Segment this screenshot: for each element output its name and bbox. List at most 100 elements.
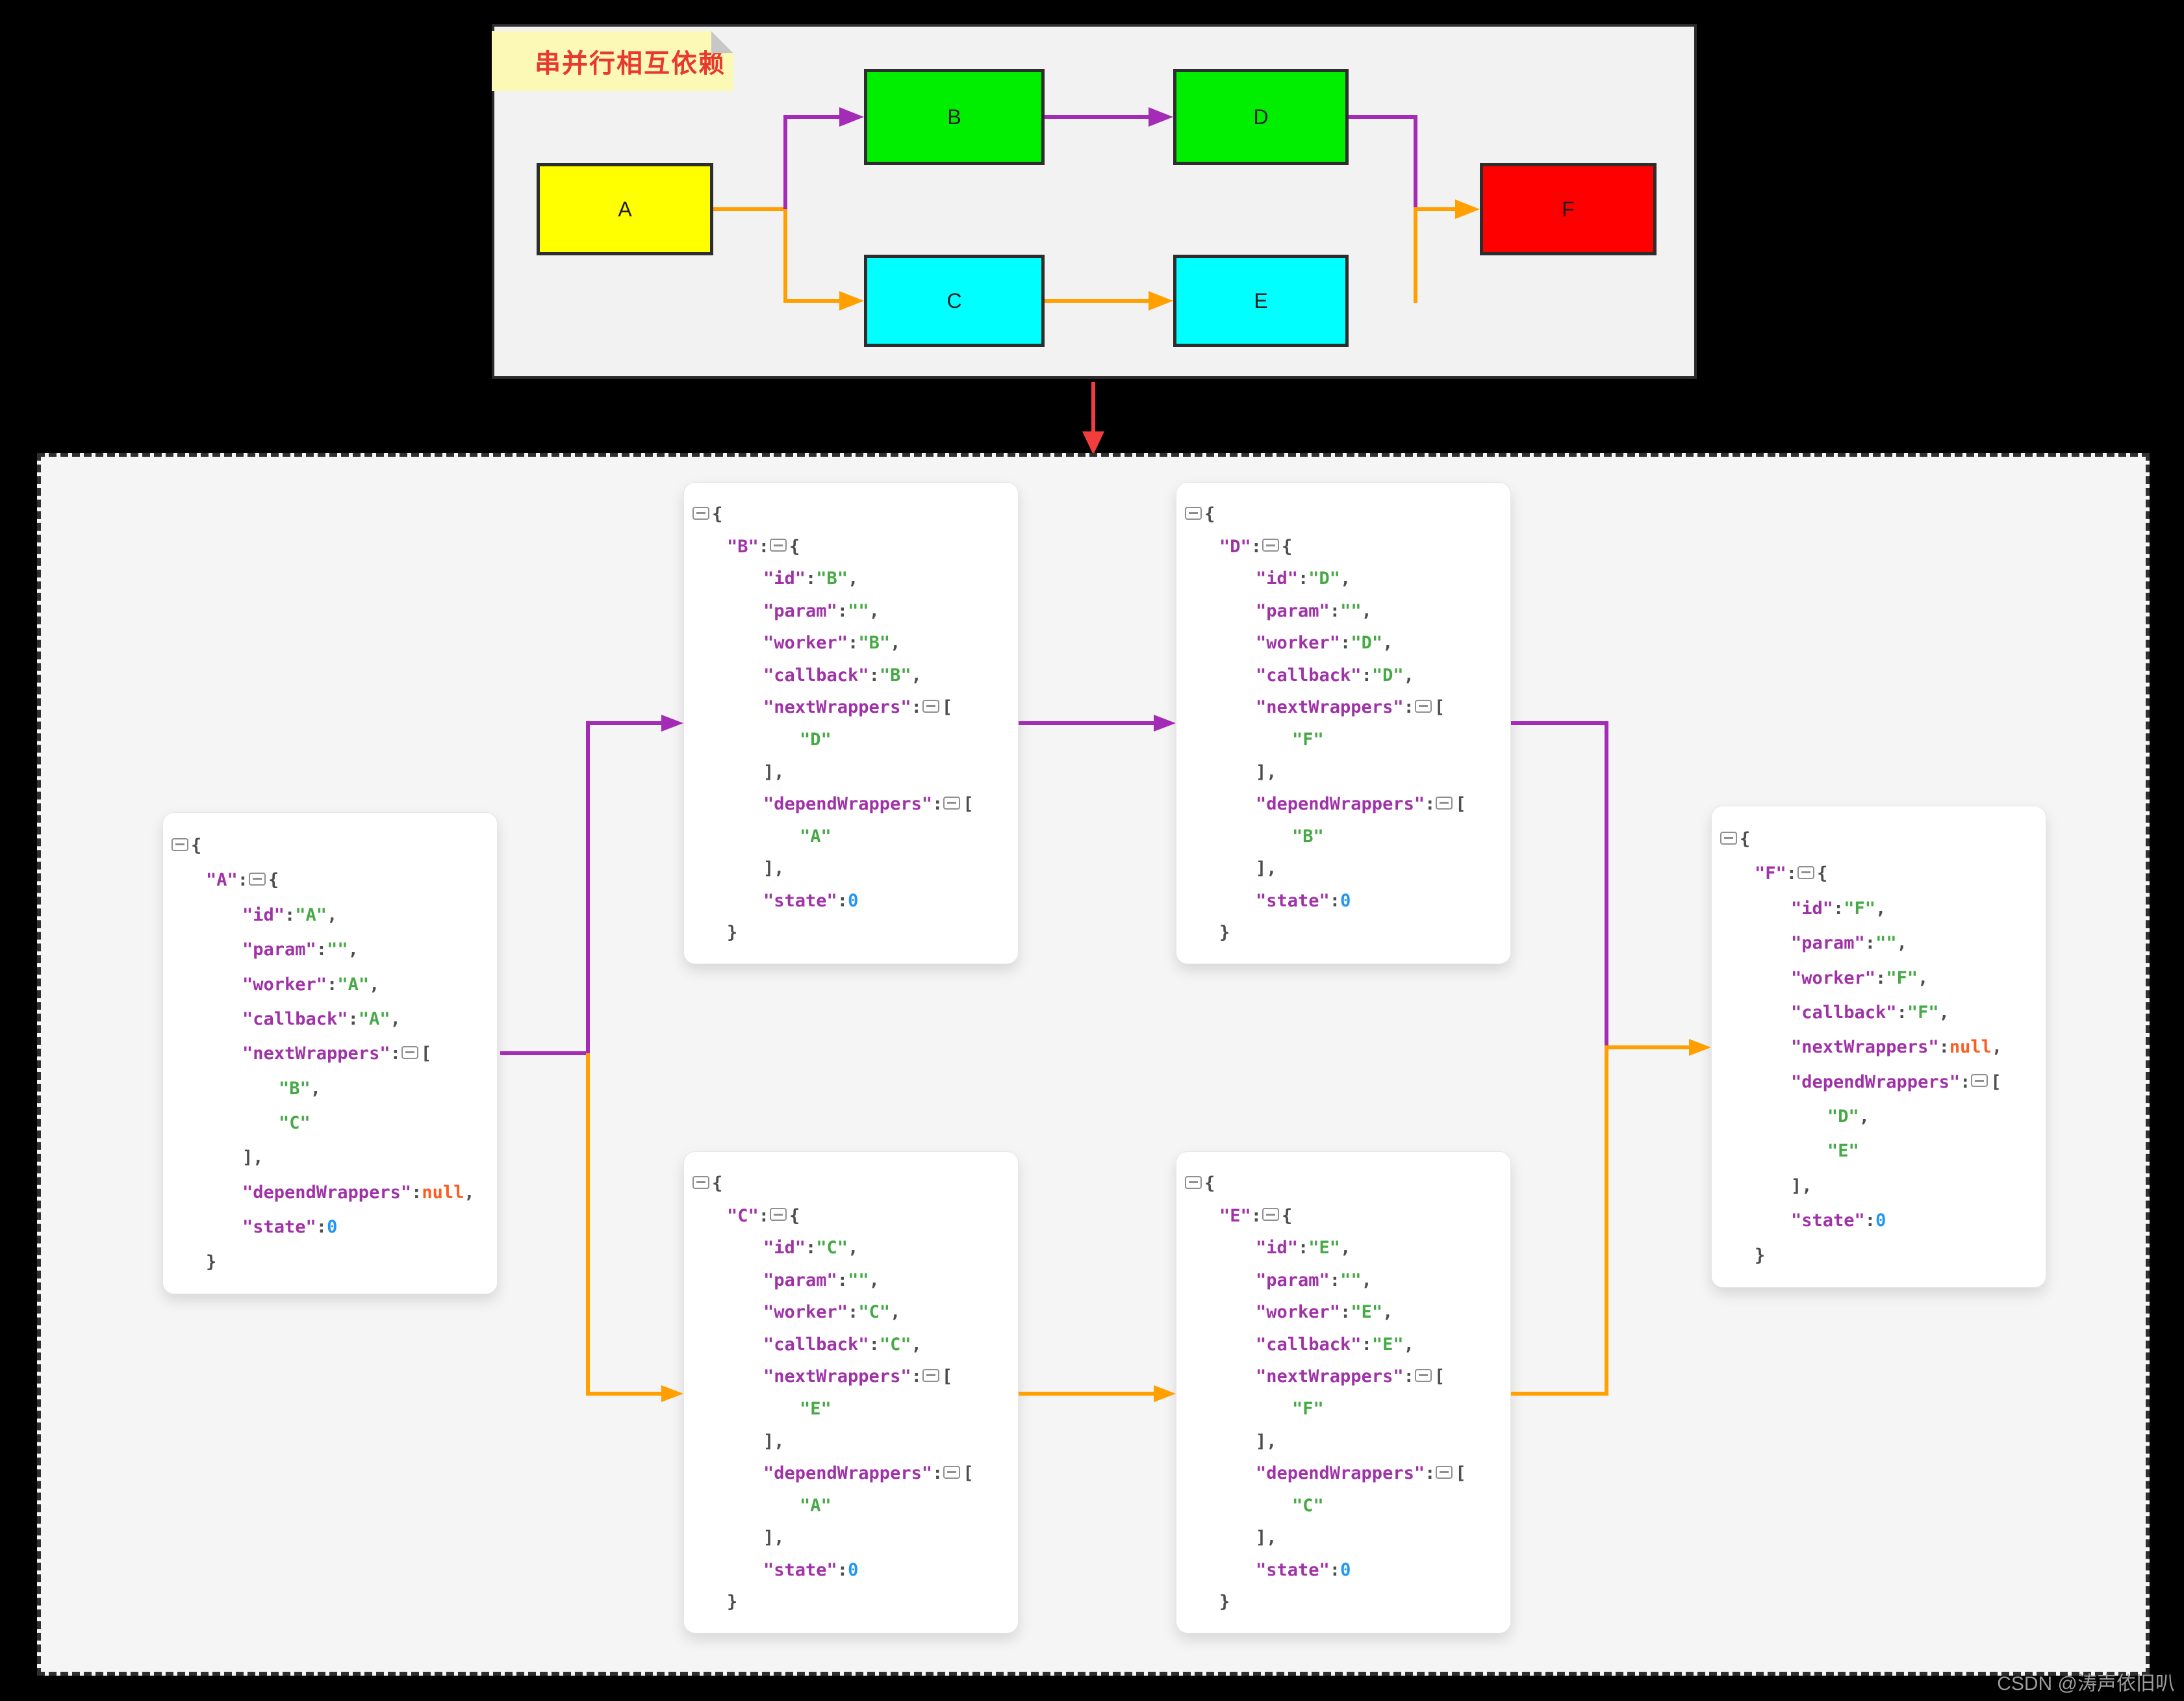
json-line: "id":"B", <box>684 563 1011 595</box>
sticky-note: 串并行相互依赖 <box>492 31 733 91</box>
json-line: "E" <box>684 1393 1011 1426</box>
json-line: ], <box>1176 852 1504 885</box>
collapse-icon[interactable] <box>401 1045 418 1059</box>
json-punct: { <box>1282 536 1293 557</box>
json-line: "D":{ <box>1176 531 1504 563</box>
json-punct: : <box>1329 1270 1341 1290</box>
json-punct: { <box>712 1173 723 1194</box>
json-punct: : <box>837 1270 848 1290</box>
json-card-A: {"A":{"id":"A","param":"","worker":"A","… <box>162 812 498 1294</box>
json-str-token: "F" <box>1292 1398 1324 1419</box>
json-line: "nextWrappers":null, <box>1712 1030 2039 1064</box>
json-punct: , <box>1991 1037 2003 1058</box>
flow-node-A: A <box>537 163 713 255</box>
json-line: "F" <box>1176 724 1504 756</box>
json-key-token: "B" <box>727 536 759 557</box>
collapse-icon[interactable] <box>770 539 787 552</box>
json-key-token: "id" <box>1791 898 1834 919</box>
json-str-token: "B" <box>816 569 848 589</box>
collapse-icon[interactable] <box>1971 1074 1988 1088</box>
json-num-token: 0 <box>327 1217 338 1238</box>
json-line: "state":0 <box>684 1554 1011 1587</box>
collapse-icon[interactable] <box>1797 865 1815 879</box>
json-punct: [ <box>941 697 953 718</box>
json-line: "state":0 <box>1176 1554 1504 1587</box>
json-str-token: "F" <box>1907 1002 1939 1023</box>
collapse-icon[interactable] <box>249 872 266 886</box>
json-punct: : <box>1833 898 1844 919</box>
json-punct: , <box>1340 569 1351 589</box>
json-str-token: "F" <box>1886 967 1918 988</box>
json-str-token: "A" <box>358 1008 390 1029</box>
collapse-icon[interactable] <box>770 1208 787 1221</box>
json-str-token: "" <box>848 600 869 621</box>
json-line: "worker":"B", <box>684 627 1011 659</box>
json-key-token: "state" <box>763 890 837 911</box>
collapse-icon[interactable] <box>171 838 188 851</box>
edge-junction-F-line <box>1414 207 1456 211</box>
json-card-E: {"E":{"id":"E","param":"","worker":"E","… <box>1176 1151 1511 1633</box>
json-line: "nextWrappers":[ <box>163 1036 490 1071</box>
json-punct: , <box>1340 1238 1351 1259</box>
json-line: "worker":"E", <box>1176 1296 1504 1329</box>
edge-cardC-cardE-line <box>1019 1392 1154 1396</box>
sticky-note-label: 串并行相互依赖 <box>535 49 726 78</box>
json-num-token: 0 <box>848 1559 859 1580</box>
collapse-icon[interactable] <box>1414 699 1432 713</box>
json-line: "nextWrappers":[ <box>1176 691 1504 724</box>
json-line: "callback":"A", <box>163 1002 490 1036</box>
collapse-icon[interactable] <box>1436 1465 1453 1479</box>
json-line: { <box>1176 498 1504 531</box>
edge-junction-up-orange-F <box>1414 209 1417 303</box>
json-str-token: "C" <box>858 1302 891 1323</box>
collapse-icon[interactable] <box>692 1175 709 1189</box>
json-line: "worker":"C", <box>684 1296 1011 1329</box>
json-punct: ], <box>1791 1175 1812 1196</box>
json-key-token: "dependWrappers" <box>763 1463 933 1484</box>
edge-cardE-junction <box>1511 1392 1607 1396</box>
collapse-icon[interactable] <box>1414 1368 1432 1382</box>
arrowhead-A-C <box>839 291 864 311</box>
collapse-icon[interactable] <box>1185 506 1202 520</box>
collapse-icon[interactable] <box>1720 831 1737 845</box>
edge-D-junction <box>1349 115 1417 119</box>
collapse-icon[interactable] <box>1185 1175 1202 1189</box>
json-punct: , <box>1403 1334 1414 1355</box>
flow-node-C: C <box>864 255 1045 347</box>
json-key-token: "F" <box>1755 863 1786 884</box>
json-punct: : <box>1329 890 1341 911</box>
collapse-icon[interactable] <box>692 506 709 520</box>
json-line: "nextWrappers":[ <box>1176 1361 1504 1393</box>
json-key-token: "nextWrappers" <box>1256 1366 1404 1387</box>
json-str-token: "E" <box>1308 1238 1341 1259</box>
json-punct: : <box>327 974 338 995</box>
json-str-token: "C" <box>879 1334 911 1355</box>
collapse-icon[interactable] <box>943 796 961 810</box>
json-line: ], <box>684 1522 1011 1554</box>
collapse-icon[interactable] <box>1436 796 1453 810</box>
collapse-icon[interactable] <box>943 1465 961 1479</box>
collapse-icon[interactable] <box>922 1368 939 1382</box>
edge-junction-up-orange-cardF <box>1605 1047 1608 1396</box>
json-key-token: "dependWrappers" <box>763 794 933 815</box>
json-line: ], <box>163 1140 490 1175</box>
json-punct: : <box>758 1205 770 1226</box>
json-punct: , <box>1938 1002 1949 1023</box>
json-key-token: "state" <box>242 1217 316 1238</box>
json-line: "dependWrappers":null, <box>163 1175 490 1210</box>
edge-junction-down-to-C <box>586 1053 590 1396</box>
json-key-token: "worker" <box>1256 1302 1341 1323</box>
json-punct: : <box>1403 1366 1414 1387</box>
json-punct: { <box>268 870 279 891</box>
collapse-icon[interactable] <box>922 699 939 713</box>
json-line: "param":"", <box>1176 1264 1504 1297</box>
json-key-token: "callback" <box>1256 1334 1362 1355</box>
collapse-icon[interactable] <box>1262 1208 1280 1221</box>
collapse-icon[interactable] <box>1262 539 1280 552</box>
json-str-token: "B" <box>279 1078 311 1099</box>
edge-junction-up-purple <box>783 115 787 211</box>
json-punct: : <box>1329 600 1341 621</box>
json-card-D: {"D":{"id":"D","param":"","worker":"D","… <box>1176 482 1511 964</box>
json-key-token: "nextWrappers" <box>763 1366 911 1387</box>
json-line: "A" <box>684 1490 1011 1522</box>
